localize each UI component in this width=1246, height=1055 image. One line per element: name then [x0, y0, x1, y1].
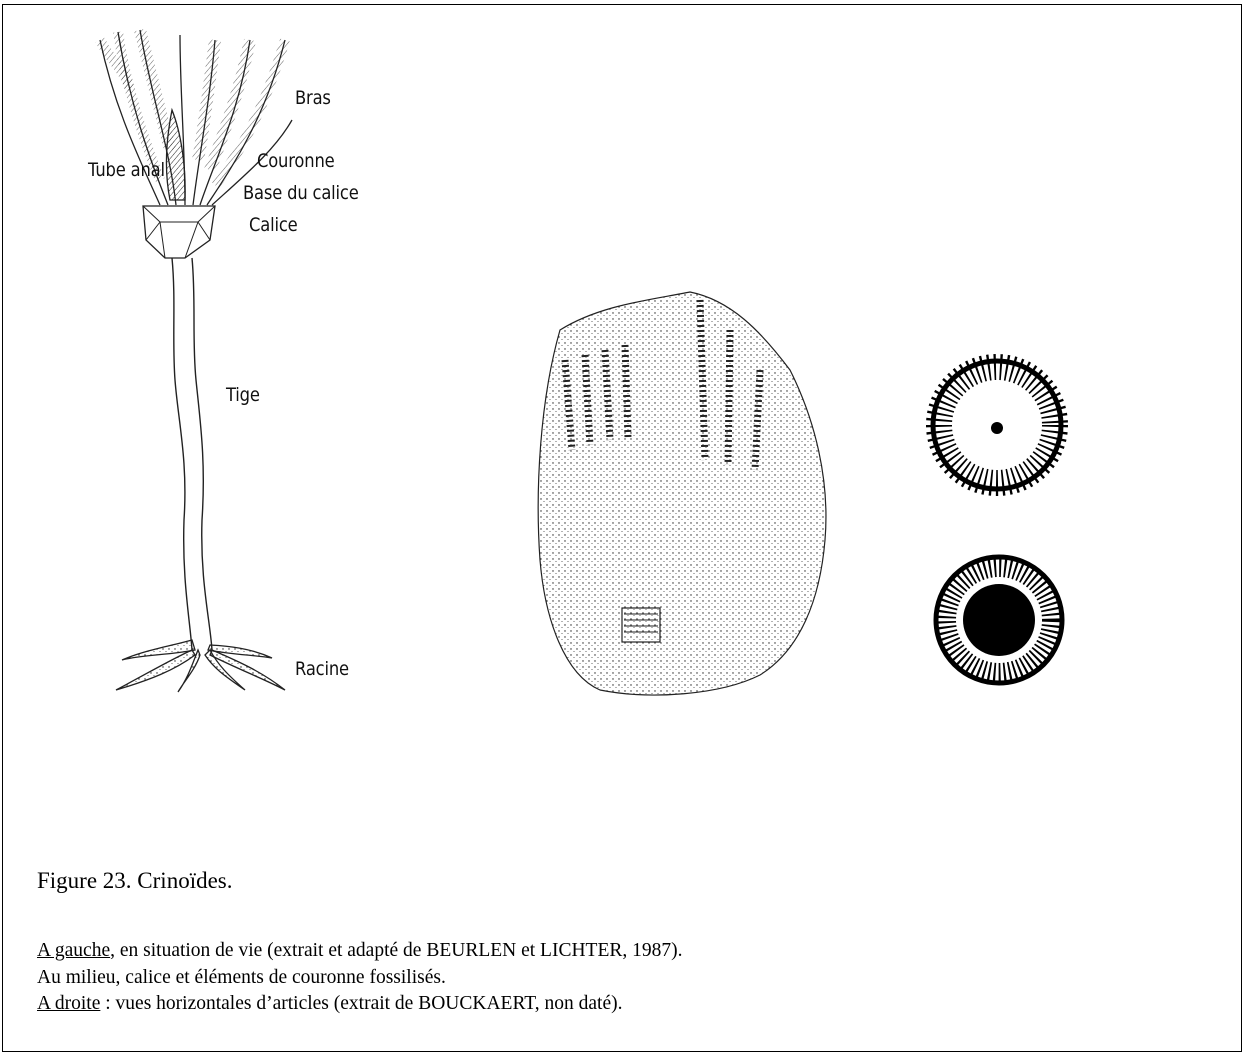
fossil-crown-drawing — [538, 292, 826, 695]
label-racine: Racine — [295, 658, 349, 680]
label-bras: Bras — [295, 87, 331, 109]
label-base-du-calice: Base du calice — [243, 182, 359, 204]
caption-left-label: A gauche — [37, 940, 110, 961]
crinoid-life-drawing — [100, 30, 292, 692]
caption-line-right: A droite : vues horizontales d’articles … — [37, 993, 623, 1015]
caption-title: Figure 23. Crinoïdes. — [37, 868, 233, 894]
caption-right-text: : vues horizontales d’articles (extrait … — [100, 993, 622, 1014]
crinoid-stem — [172, 258, 212, 650]
caption-line-left: A gauche, en situation de vie (extrait e… — [37, 940, 683, 962]
crinoid-root — [116, 640, 285, 692]
caption-line-middle: Au milieu, calice et éléments de couronn… — [37, 967, 446, 989]
caption-right-label: A droite — [37, 993, 100, 1014]
article-views — [933, 361, 1062, 683]
label-tige: Tige — [226, 384, 260, 406]
label-couronne: Couronne — [257, 150, 335, 172]
caption-left-text: , en situation de vie (extrait et adapté… — [110, 940, 682, 961]
article-top — [933, 361, 1061, 489]
label-tube-anal: Tube anal — [88, 159, 165, 181]
label-calice: Calice — [249, 214, 298, 236]
article-bottom — [936, 557, 1062, 683]
